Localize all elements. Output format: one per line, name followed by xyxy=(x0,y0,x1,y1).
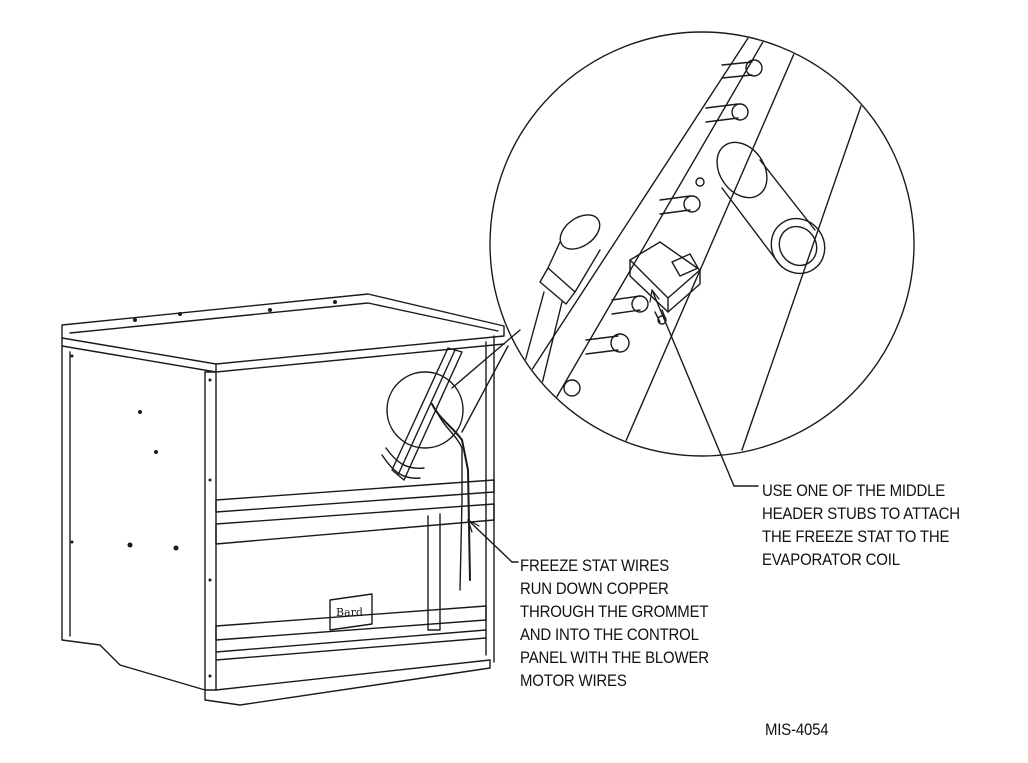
cross-rail-lower xyxy=(215,503,495,545)
cabinet-top-flange-rim xyxy=(61,337,217,373)
callout-arrowhead-middle-header xyxy=(649,289,660,303)
coil-frame-1 xyxy=(519,33,753,389)
coil-frame-3 xyxy=(621,39,801,451)
freeze-stat-detail xyxy=(629,241,701,325)
cabinet-base xyxy=(204,659,491,706)
cabinet-top-flange xyxy=(61,293,505,365)
evaporator-coil-fin xyxy=(397,349,456,476)
copper-line xyxy=(431,403,471,581)
callout-line: THE FREEZE STAT TO THE xyxy=(762,527,950,546)
evaporator-coil xyxy=(391,347,463,481)
callout-middle-header-stubs: USE ONE OF THE MIDDLE HEADER STUBS TO AT… xyxy=(762,479,960,571)
bottom-tray-lip xyxy=(215,629,487,653)
header-stubs xyxy=(563,59,763,397)
callout-line: EVAPORATOR COIL xyxy=(762,550,900,569)
detail-circle-small xyxy=(386,371,464,449)
callout-leader-freeze-wires xyxy=(467,519,513,563)
cross-rail-upper xyxy=(215,479,495,513)
callout-line: THROUGH THE GROMMET xyxy=(520,602,709,621)
cabinet-top-flange-inner xyxy=(69,302,499,334)
cabinet-unit: Bard xyxy=(61,293,505,706)
panel-screws xyxy=(70,300,337,678)
callout-line: MOTOR WIRES xyxy=(520,671,627,690)
callout-line: RUN DOWN COPPER xyxy=(520,579,669,598)
suction-pipe xyxy=(381,454,421,479)
vertical-post xyxy=(427,513,441,631)
cabinet-top-edge xyxy=(215,343,505,373)
callout-line: USE ONE OF THE MIDDLE xyxy=(762,481,946,500)
callout-line: FREEZE STAT WIRES xyxy=(520,556,670,575)
callout-line: PANEL WITH THE BLOWER xyxy=(520,648,709,667)
suction-pipe-2 xyxy=(385,447,425,469)
callout-line: HEADER STUBS TO ATTACH xyxy=(762,504,960,523)
cabinet-left-corner xyxy=(204,371,217,691)
bard-plate-label: Bard xyxy=(336,606,363,619)
drawing-number: MIS-4054 xyxy=(765,720,829,739)
bottom-tray xyxy=(215,605,487,641)
cabinet-base-edge xyxy=(215,659,491,691)
zoom-leader-upper xyxy=(451,329,521,389)
callout-freeze-stat-wires: FREEZE STAT WIRES RUN DOWN COPPER THROUG… xyxy=(520,554,709,692)
schrader-fitting xyxy=(519,214,601,393)
callout-leader-middle-header xyxy=(651,289,735,487)
cabinet-left-panel xyxy=(61,345,206,691)
callout-arrowhead-freeze-wires xyxy=(467,519,480,533)
zoom-detail xyxy=(451,31,915,487)
bottom-tray-lip2 xyxy=(215,637,487,661)
callout-line: AND INTO THE CONTROL xyxy=(520,625,699,644)
bard-plate xyxy=(329,593,373,631)
zoom-leader-lower xyxy=(461,345,509,433)
detail-circle-large xyxy=(489,31,915,457)
coil-frame-2 xyxy=(547,39,765,413)
suction-pipe-detail xyxy=(716,141,826,275)
